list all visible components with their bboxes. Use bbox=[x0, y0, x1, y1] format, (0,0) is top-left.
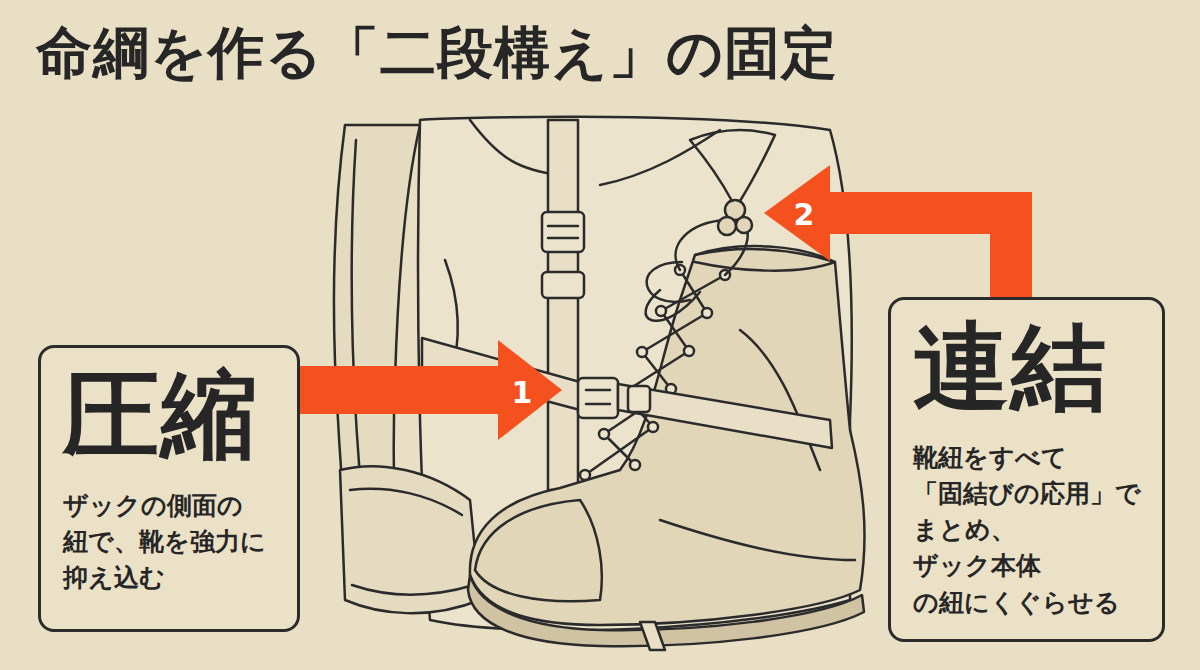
eyelet bbox=[580, 470, 590, 480]
eyelet bbox=[684, 346, 694, 356]
boot-sole bbox=[468, 575, 864, 646]
boot-upper bbox=[470, 249, 865, 625]
callout-arrow bbox=[300, 340, 562, 440]
eyelet bbox=[630, 460, 640, 470]
side-strap bbox=[618, 384, 832, 448]
diagram-title: 命綱を作る「二段構え」の固定 bbox=[36, 16, 838, 92]
buckle bbox=[628, 386, 650, 412]
callout-box: 連結靴紐をすべて 「固結びの応用」で まとめ、ザック本体 の紐にくぐらせる bbox=[888, 297, 1165, 642]
pack-fold bbox=[600, 130, 720, 185]
toe-strap bbox=[640, 622, 665, 650]
callout-box: 圧縮ザックの側面の 紐で、靴を強力に 抑え込む bbox=[38, 345, 300, 632]
box-body: ザックの側面の 紐で、靴を強力に 抑え込む bbox=[63, 488, 277, 597]
hip-belt-line bbox=[350, 489, 474, 595]
lace-loop bbox=[646, 290, 700, 321]
buckle bbox=[542, 272, 584, 298]
eyelet bbox=[702, 308, 712, 318]
hip-belt bbox=[340, 466, 480, 613]
callout-number: 1 bbox=[512, 375, 533, 410]
boot-toe-cap bbox=[475, 500, 602, 601]
callout-arrow bbox=[764, 165, 1032, 297]
eyelet bbox=[648, 422, 658, 432]
box-body: 靴紐をすべて 「固結びの応用」で まとめ、ザック本体 の紐にくぐらせる bbox=[913, 440, 1142, 621]
eyelet bbox=[656, 306, 666, 316]
box-heading: 連結 bbox=[913, 314, 1142, 422]
eyelet bbox=[599, 429, 609, 439]
pack-cord bbox=[690, 130, 775, 201]
boot-collar bbox=[695, 246, 835, 271]
knot bbox=[736, 217, 752, 233]
buckle-line bbox=[548, 226, 578, 238]
buckle bbox=[542, 212, 584, 252]
buckle-line bbox=[586, 390, 610, 404]
buckle bbox=[578, 378, 618, 418]
pack-fold bbox=[470, 120, 560, 175]
callout-number: 2 bbox=[794, 197, 815, 232]
front-strap bbox=[548, 120, 578, 490]
knot bbox=[718, 217, 736, 235]
boot-lacing bbox=[585, 270, 725, 475]
eyelet bbox=[637, 347, 647, 357]
box-heading: 圧縮 bbox=[63, 362, 277, 470]
